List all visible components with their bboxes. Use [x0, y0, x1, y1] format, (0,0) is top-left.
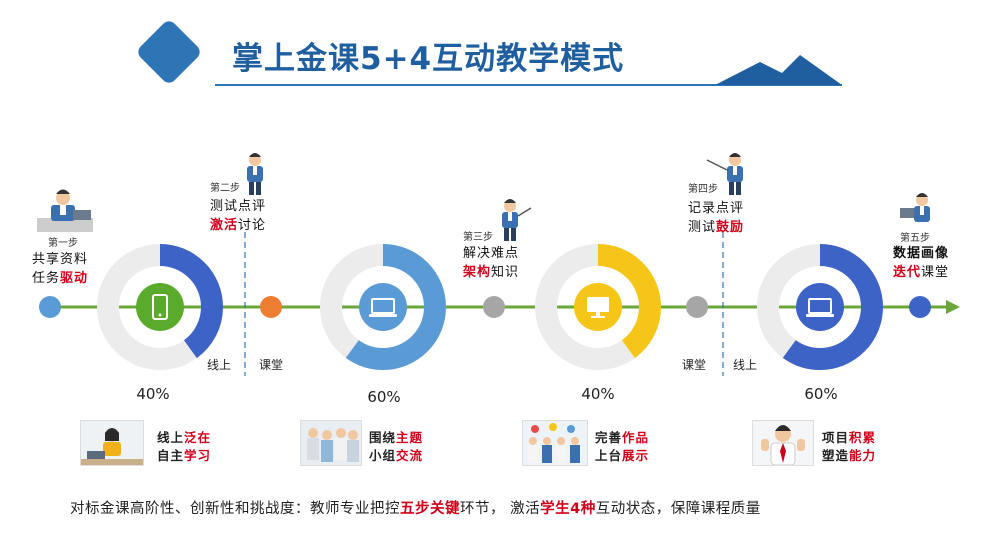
ring-4-icon-bg: [796, 283, 844, 331]
mountain-decoration-icon: [715, 55, 842, 85]
online-label-1: 线上: [207, 358, 232, 372]
step-3-label: 第三步: [463, 232, 493, 243]
connector-dot-orange: [260, 296, 282, 318]
end-dot: [909, 296, 931, 318]
step-3-text: 解决难点 架构知识: [463, 244, 519, 282]
presenter-figure-step2: [247, 153, 263, 195]
card-1-line1-a: 线上: [157, 430, 185, 445]
step-4-line2: 测试鼓励: [688, 218, 744, 237]
card-3-photo: [522, 420, 588, 466]
card-2-line2-b: 交流: [396, 448, 424, 463]
step-4-line1: 记录点评: [688, 201, 745, 216]
card-4-line2-b: 能力: [849, 448, 877, 463]
step-1-line2: 任务驱动: [32, 269, 88, 288]
card-2-line1-b: 主题: [396, 430, 424, 445]
step-5-line2: 迭代课堂: [893, 263, 949, 282]
bottom-part1: 对标金课高阶性、创新性和挑战度：教师专业把控: [70, 501, 400, 517]
ring-2-percent: 60%: [367, 388, 401, 406]
ring-2-icon-bg: [359, 283, 407, 331]
bottom-part2: 环节， 激活: [460, 501, 541, 517]
mobile-phone-icon: [152, 294, 168, 320]
bottom-part3: 互动状态，保障课程质量: [595, 501, 761, 517]
step-1-line2-a: 任务: [32, 271, 61, 286]
card-1-line2-b: 学习: [184, 448, 212, 463]
step-3-line2-b: 知识: [491, 265, 520, 280]
laptop-icon: [806, 298, 834, 317]
ring-4-progress: [757, 244, 883, 370]
step-5-text: 数据画像 迭代课堂: [893, 244, 949, 282]
step-3-line1: 解决难点: [463, 246, 520, 261]
step-2-line1: 测试点评: [210, 199, 267, 214]
bottom-highlight-1: 五步关键: [400, 501, 460, 517]
card-2-text: 围绕主题 小组交流: [369, 429, 423, 465]
connector-dot-gray-1: [483, 296, 505, 318]
card-4-line2-a: 塑造: [822, 448, 850, 463]
card-2-line2-a: 小组: [369, 448, 397, 463]
step-4-text: 记录点评 测试鼓励: [688, 199, 744, 237]
card-3-text: 完善作品 上台展示: [595, 429, 649, 465]
ring-3-percent: 40%: [581, 385, 615, 403]
diamond-logo-icon: [138, 21, 200, 83]
step-2-line2-b: 讨论: [238, 218, 267, 233]
step-5-highlight: 迭代: [893, 265, 922, 280]
laptop-icon: [369, 298, 397, 317]
card-4-line1-b: 积累: [849, 430, 877, 445]
presenter-figure-step4: [706, 153, 743, 195]
step-2-text: 测试点评 激活讨论: [210, 197, 266, 235]
card-1-line2-a: 自主: [157, 448, 185, 463]
card-2-line1-a: 围绕: [369, 430, 397, 445]
step-3-line2: 架构知识: [463, 263, 519, 282]
ring-4-percent: 60%: [804, 385, 838, 403]
card-2-photo: [300, 420, 362, 466]
presenter-figure-step1: [37, 189, 93, 232]
header-decoration: [138, 21, 842, 86]
page-title: 掌上金课5+4互动教学模式: [232, 41, 625, 77]
step-4-label: 第四步: [688, 184, 718, 195]
ring-1-icon-bg: [136, 283, 184, 331]
card-3-line2-b: 展示: [622, 448, 650, 463]
step-2-highlight: 激活: [210, 218, 239, 233]
monitor-icon: [587, 297, 609, 318]
card-1-text: 线上泛在 自主学习: [157, 429, 211, 465]
card-4-photo: [752, 420, 814, 466]
bottom-highlight-2: 学生4种: [540, 501, 596, 517]
start-dot: [39, 296, 61, 318]
step-5-line2-b: 课堂: [921, 265, 950, 280]
ring-3-progress: [535, 244, 661, 370]
ring-1-progress: [97, 244, 223, 370]
online-label-2: 线上: [733, 358, 758, 372]
classroom-label-2: 课堂: [682, 358, 707, 372]
step-1-text: 共享资料 任务驱动: [32, 250, 88, 288]
step-2-line2: 激活讨论: [210, 216, 266, 235]
ring-2-progress: [320, 244, 446, 370]
step-5-line1: 数据画像: [893, 246, 950, 261]
step-1-label: 第一步: [48, 238, 78, 249]
card-1-photo: [80, 420, 144, 466]
card-4-text: 项目积累 塑造能力: [822, 429, 876, 465]
step-4-line2-a: 测试: [688, 220, 717, 235]
card-3-line1-b: 作品: [622, 430, 650, 445]
bottom-statement: 对标金课高阶性、创新性和挑战度：教师专业把控五步关键环节， 激活学生4种互动状态…: [70, 497, 761, 518]
timeline-arrowhead: [946, 300, 960, 314]
classroom-label-1: 课堂: [259, 358, 284, 372]
card-3-line1-a: 完善: [595, 430, 623, 445]
step-3-highlight: 架构: [463, 265, 492, 280]
presenter-figure-step5: [900, 193, 930, 222]
step-5-label: 第五步: [900, 233, 930, 244]
step-4-highlight: 鼓励: [716, 220, 745, 235]
connector-dot-gray-2: [686, 296, 708, 318]
step-2-label: 第二步: [210, 183, 240, 194]
step-1-highlight: 驱动: [60, 271, 89, 286]
card-1-line1-b: 泛在: [184, 430, 212, 445]
card-3-line2-a: 上台: [595, 448, 623, 463]
card-4-line1-a: 项目: [822, 430, 850, 445]
ring-1-percent: 40%: [136, 385, 170, 403]
step-1-line1: 共享资料: [32, 252, 89, 267]
presenter-figure-step3: [502, 199, 532, 241]
